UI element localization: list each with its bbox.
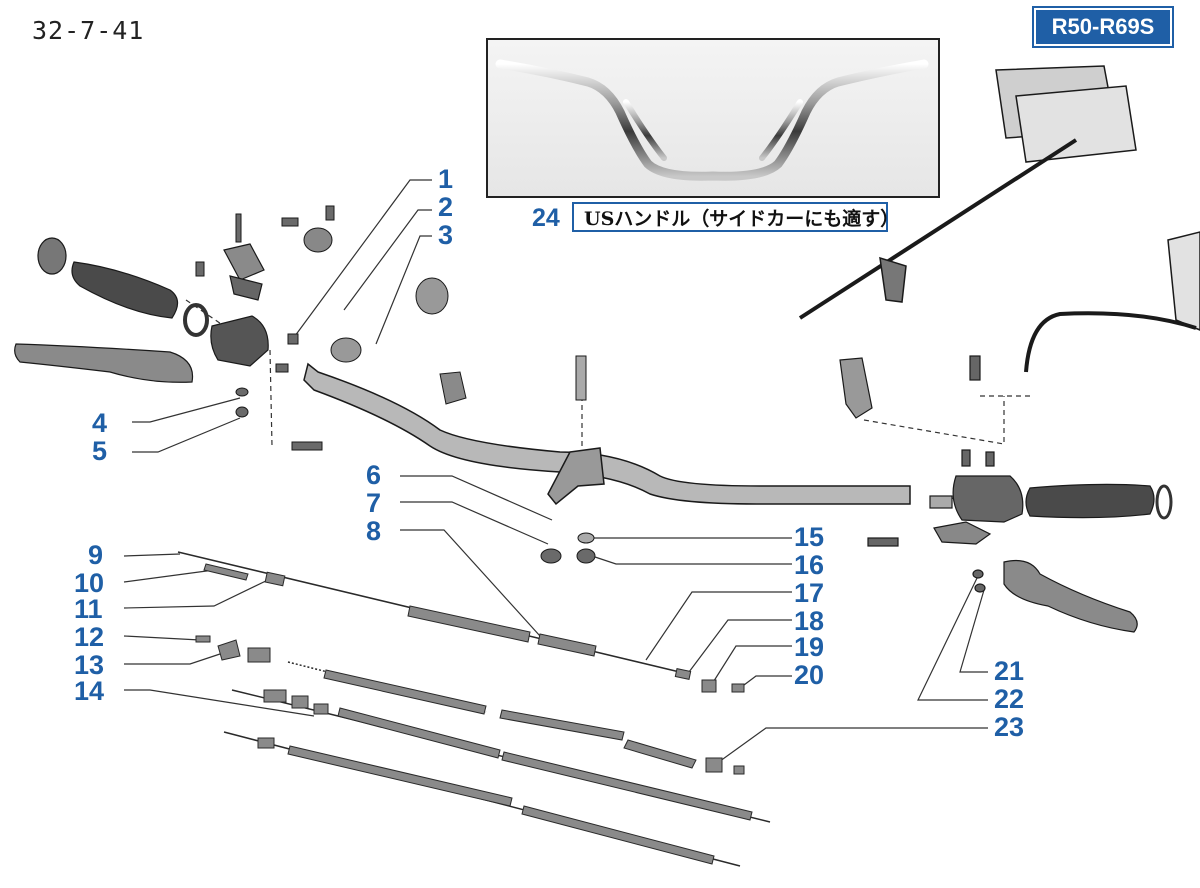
callout-2: 2: [438, 192, 454, 222]
callout-8: 8: [366, 516, 382, 546]
callout-17: 17: [794, 578, 825, 608]
page-code: 32-7-41: [32, 16, 145, 45]
right-grip: [1025, 483, 1173, 520]
callout-1: 1: [438, 164, 454, 194]
right-lever-bracket: [839, 355, 1024, 593]
callout-9: 9: [88, 540, 104, 570]
model-badge: R50-R69S: [1034, 8, 1172, 46]
left-lever: [14, 343, 194, 383]
callout-3: 3: [438, 220, 454, 250]
left-grip: [37, 237, 179, 319]
callout-5: 5: [92, 436, 108, 466]
callout-23: 23: [994, 712, 1025, 742]
callout-10: 10: [74, 568, 105, 598]
cables: [177, 551, 771, 867]
callout-11: 11: [74, 594, 103, 624]
callout-16: 16: [794, 550, 825, 580]
callout-22: 22: [994, 684, 1025, 714]
right-lever: [1003, 559, 1138, 633]
us-handlebar-photo: [486, 38, 940, 198]
small-parts: [195, 205, 596, 564]
callout-18: 18: [794, 606, 825, 636]
main-handlebar: [303, 362, 911, 506]
left-washer: [183, 303, 209, 337]
us-handlebar-image: [495, 59, 929, 181]
callout-4: 4: [92, 408, 108, 438]
photo-callout-24: 24: [532, 204, 560, 232]
callout-20: 20: [794, 660, 825, 690]
callout-13: 13: [74, 650, 105, 680]
callout-7: 7: [366, 488, 382, 518]
callout-12: 12: [74, 622, 105, 652]
photo-caption: USハンドル（サイドカーにも適す）: [572, 202, 899, 232]
callout-14: 14: [74, 676, 105, 706]
callout-19: 19: [794, 632, 825, 662]
right-mirrors: [798, 65, 1200, 373]
left-lever-bracket: [210, 243, 269, 367]
callout-6: 6: [366, 460, 382, 490]
callout-15: 15: [794, 522, 825, 552]
leader-lines: [123, 179, 1030, 765]
callout-21: 21: [994, 656, 1025, 686]
